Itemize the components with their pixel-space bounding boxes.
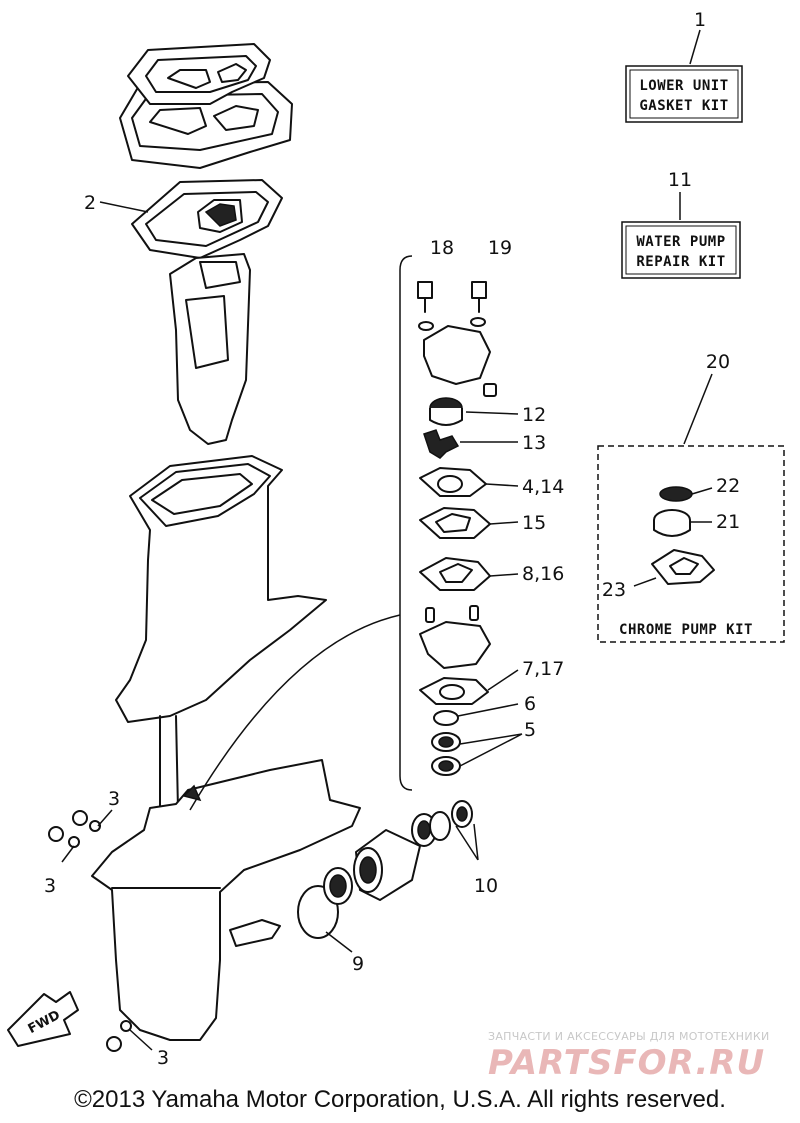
callout-6: 6 (524, 693, 536, 715)
callout-15: 15 (522, 512, 546, 534)
fwd-arrow: FWD (7, 991, 79, 1047)
callout-4-14: 4,14 (522, 476, 564, 498)
watermark-brand: PARTSFOR.RU (488, 1043, 766, 1083)
upper-casing-illustration (115, 455, 327, 723)
callout-3-top: 3 (108, 788, 120, 810)
callout-13: 13 (522, 432, 546, 454)
chrome-pump-kit-label: CHROME PUMP KIT (619, 622, 753, 638)
callout-19: 19 (488, 237, 512, 259)
callout-3-bottom: 3 (157, 1047, 169, 1069)
callout-10: 10 (474, 875, 498, 897)
callout-20: 20 (706, 351, 730, 373)
exhaust-tube-illustration (169, 253, 251, 445)
lower-unit-kit-line2: GASKET KIT (639, 98, 728, 114)
exhaust-gasket-illustration (99, 179, 283, 259)
callout-3-left: 3 (44, 875, 56, 897)
callout-23: 23 (602, 579, 626, 601)
drain-screw-illustration (48, 809, 153, 1052)
water-pump-kit-line2: REPAIR KIT (636, 254, 725, 270)
callout-22: 22 (716, 475, 740, 497)
copyright-notice: ©2013 Yamaha Motor Corporation, U.S.A. A… (74, 1086, 726, 1113)
callout-numbers: 1 2 3 3 3 4,14 5 6 7,17 8,16 9 10 11 12 … (44, 9, 740, 1069)
callout-1: 1 (694, 9, 706, 31)
chrome-pump-kit-box: CHROME PUMP KIT (597, 373, 785, 643)
watermark-tagline: ЗАПЧАСТИ И АКСЕССУАРЫ ДЛЯ МОТОТЕХНИКИ (488, 1030, 770, 1043)
callout-18: 18 (430, 237, 454, 259)
callout-21: 21 (716, 511, 740, 533)
lower-unit-gasket-kit-box: LOWER UNIT GASKET KIT (625, 29, 743, 123)
callout-2: 2 (84, 192, 96, 214)
water-pump-kit-bracket (399, 255, 413, 791)
lower-casing-illustration (91, 614, 401, 1041)
water-pump-kit-line1: WATER PUMP (636, 234, 725, 250)
callout-11: 11 (668, 169, 692, 191)
callout-9: 9 (352, 953, 364, 975)
callout-7-17: 7,17 (522, 658, 564, 680)
water-pump-parts-illustration (417, 281, 523, 776)
callout-8-16: 8,16 (522, 563, 564, 585)
prop-shaft-housing-illustration (297, 800, 479, 953)
callout-12: 12 (522, 404, 546, 426)
water-pump-repair-kit-box: WATER PUMP REPAIR KIT (621, 192, 741, 279)
lower-unit-kit-line1: LOWER UNIT (639, 78, 728, 94)
callout-5: 5 (524, 719, 536, 741)
lower-unit-gasket-illustration (119, 43, 293, 169)
